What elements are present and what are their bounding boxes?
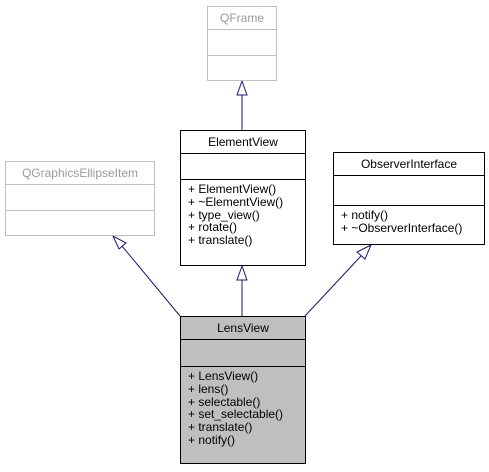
attributes-section xyxy=(181,339,305,366)
operations-section: + ElementView() + ~ElementView() + type_… xyxy=(181,179,305,247)
operation: + notify() xyxy=(341,208,389,222)
attributes-section xyxy=(6,184,154,210)
operation: + rotate() xyxy=(188,220,238,235)
operations-section xyxy=(208,55,276,80)
operation: + type_view() xyxy=(188,207,260,222)
arrowhead-elementview xyxy=(236,264,248,281)
operation: + notify() xyxy=(188,432,236,447)
attributes-section xyxy=(334,175,484,205)
arrowhead-observerinterface xyxy=(356,243,372,260)
class-elementview[interactable]: ElementView + ElementView() + ~ElementVi… xyxy=(180,130,306,266)
operation: + set_selectable() xyxy=(188,407,284,422)
operation: + translate() xyxy=(188,420,253,435)
operation: + lens() xyxy=(188,381,229,396)
arrowhead-qgraphicsellipseitem xyxy=(111,234,127,250)
operation: + LensView() xyxy=(188,369,259,383)
operations-section xyxy=(6,210,154,235)
class-name: QFrame xyxy=(219,11,264,25)
attributes-section xyxy=(208,29,276,55)
edge-lensview-observerinterface xyxy=(304,255,362,317)
arrowhead-qframe xyxy=(236,79,248,96)
operation: + ~ObserverInterface() xyxy=(341,220,463,235)
class-lensview[interactable]: LensView + LensView() + lens() + selecta… xyxy=(180,316,306,464)
class-name: ElementView xyxy=(208,135,278,149)
class-qgraphicsellipseitem[interactable]: QGraphicsEllipseItem xyxy=(5,161,155,236)
class-observerinterface[interactable]: ObserverInterface + notify() + ~Observer… xyxy=(333,152,485,245)
class-qframe[interactable]: QFrame xyxy=(207,6,277,81)
operation: + ~ElementView() xyxy=(188,194,284,209)
operations-section: + notify() + ~ObserverInterface() xyxy=(334,205,484,235)
attributes-section xyxy=(181,153,305,179)
operation: + translate() xyxy=(188,233,253,248)
operations-section: + LensView() + lens() + selectable() + s… xyxy=(181,366,305,447)
class-name: ObserverInterface xyxy=(360,157,458,171)
operation: + selectable() xyxy=(188,394,261,409)
class-name: LensView xyxy=(217,321,269,335)
edge-lensview-qgraphicsellipseitem xyxy=(121,245,181,317)
operation: + ElementView() xyxy=(188,182,277,196)
class-name: QGraphicsEllipseItem xyxy=(21,166,139,180)
